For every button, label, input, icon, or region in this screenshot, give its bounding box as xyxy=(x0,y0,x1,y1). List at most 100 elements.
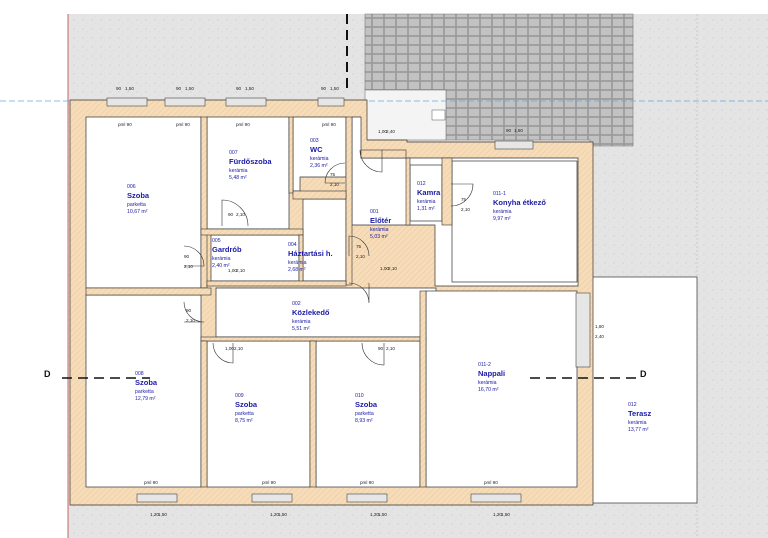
room-mat-label: kerámia xyxy=(212,256,231,262)
room-012-kamra: 012 Kamra kerámia 1,31 m² xyxy=(417,181,441,212)
dim-label: 90 xyxy=(176,86,182,91)
doors xyxy=(183,149,474,366)
room-mat-label: parketta xyxy=(235,411,254,417)
room-name-label: Szoba xyxy=(355,400,378,409)
dim-label: 1,50 xyxy=(378,512,387,517)
room-num-label: 012 xyxy=(417,181,426,187)
room-name-label: Szoba xyxy=(135,378,158,387)
dim-label: pml 90 xyxy=(262,480,276,485)
dim-label: 1,50 xyxy=(514,128,523,133)
room-name-label: Szoba xyxy=(235,400,258,409)
windows xyxy=(106,97,591,503)
room-name-label: Terasz xyxy=(628,409,651,418)
room-mat-label: kerámia xyxy=(310,156,329,162)
room-mat-label: parketta xyxy=(355,411,374,417)
terrace-area xyxy=(589,276,698,504)
room-name-label: Fürdőszoba xyxy=(229,157,272,166)
room-mat-label: kerámia xyxy=(229,168,248,174)
room-num-label: 001 xyxy=(370,209,379,215)
room-007: 007 Fürdőszoba kerámia 5,48 m² xyxy=(229,150,272,181)
room-mat-label: kerámia xyxy=(628,420,647,426)
dim-label: pml 90 xyxy=(236,122,250,127)
dim-label: 2,10 xyxy=(356,254,365,259)
dim-label: 1,50 xyxy=(185,86,194,91)
room-area-label: 9,97 m² xyxy=(493,216,511,222)
dim-label: 90 xyxy=(321,86,327,91)
dim-label: 90 xyxy=(236,86,242,91)
room-name-label: Előtér xyxy=(370,216,391,225)
dim-label: 2,10 xyxy=(236,212,245,217)
room-area-label: 8,93 m² xyxy=(355,418,373,424)
room-011-2: 011-2 Nappali kerámia 16,70 m² xyxy=(478,362,505,393)
room-011-1: 011-1 Konyha étkező kerámia 9,97 m² xyxy=(493,191,546,222)
dim-label: 2,10 xyxy=(234,346,243,351)
room-area-label: 1,31 m² xyxy=(417,206,435,212)
dim-label: pml 90 xyxy=(144,480,158,485)
room-num-label: 008 xyxy=(135,371,144,377)
room-003: 003 WC kerámia 2,36 m² xyxy=(310,138,329,169)
dim-label: 2,10 xyxy=(184,264,193,269)
room-name-label: WC xyxy=(310,145,323,154)
dim-label: 2,10 xyxy=(186,318,195,323)
room-mat-label: kerámia xyxy=(493,209,512,215)
room-name-label: Kamra xyxy=(417,188,441,197)
room-name-label: Konyha étkező xyxy=(493,198,546,207)
room-area-label: 8,75 m² xyxy=(235,418,253,424)
room-num-label: 006 xyxy=(127,184,136,190)
room-001: 001 Előtér kerámia 5,03 m² xyxy=(370,209,391,240)
dim-label: 2,10 xyxy=(330,182,339,187)
room-num-label: 003 xyxy=(310,138,319,144)
room-num-label: 012 xyxy=(628,402,637,408)
dim-label: pml 90 xyxy=(118,122,132,127)
room-num-label: 007 xyxy=(229,150,238,156)
room-num-label: 011-2 xyxy=(478,362,491,368)
dim-label: 2,10 xyxy=(388,266,397,271)
dim-label: 75 xyxy=(330,172,336,177)
room-mat-label: kerámia xyxy=(370,227,389,233)
dim-label: 1,20 xyxy=(493,512,502,517)
room-num-label: 004 xyxy=(288,242,297,248)
dim-label: 2,10 xyxy=(386,346,395,351)
room-mat-label: kerámia xyxy=(288,260,307,266)
dim-label: 90 xyxy=(506,128,512,133)
entrance-step xyxy=(431,109,446,121)
room-area-label: 5,03 m² xyxy=(370,234,388,240)
room-004: 004 Háztartási h. kerámia 2,68 m² xyxy=(288,242,333,273)
interior-walls xyxy=(85,116,453,488)
dim-label: 2,40 xyxy=(386,129,395,134)
room-floors xyxy=(85,116,579,488)
room-area-label: 2,36 m² xyxy=(310,163,328,169)
room-002: 002 Közlekedő kerámia 5,51 m² xyxy=(292,301,330,332)
room-area-label: 2,68 m² xyxy=(288,267,306,273)
dim-label: 1,50 xyxy=(158,512,167,517)
room-num-label: 010 xyxy=(355,393,364,399)
room-name-label: Háztartási h. xyxy=(288,249,333,258)
dim-label: 1,00 xyxy=(378,129,387,134)
dim-label: 1,50 xyxy=(125,86,134,91)
dim-label: 2,10 xyxy=(461,207,470,212)
room-006: 006 Szoba parketta 10,67 m² xyxy=(127,184,150,215)
room-012-terasz: 012 Terasz kerámia 13,77 m² xyxy=(628,402,651,433)
room-009: 009 Szoba parketta 8,75 m² xyxy=(235,393,258,424)
room-008: 008 Szoba parketta 12,79 m² xyxy=(135,371,158,402)
dim-label: 1,20 xyxy=(270,512,279,517)
room-mat-label: kerámia xyxy=(417,199,436,205)
dimension-labels: 90 1,50 90 1,50 90 1,50 90 1,50 pml 90 p… xyxy=(116,86,604,517)
dim-label: pml 90 xyxy=(176,122,190,127)
room-num-label: 005 xyxy=(212,238,221,244)
dim-label: pml 90 xyxy=(484,480,498,485)
dim-label: 90 xyxy=(116,86,122,91)
dim-label: 1,50 xyxy=(278,512,287,517)
room-010: 010 Szoba parketta 8,93 m² xyxy=(355,393,378,424)
dim-label: 1,00 xyxy=(228,268,237,273)
room-area-label: 10,67 m² xyxy=(127,209,148,215)
room-name-label: Nappali xyxy=(478,369,505,378)
dim-label: 1,20 xyxy=(370,512,379,517)
dim-label: 1,00 xyxy=(225,346,234,351)
section-marker-left: D xyxy=(44,369,51,379)
dim-label: 2,40 xyxy=(595,334,604,339)
room-name-label: Szoba xyxy=(127,191,150,200)
room-mat-label: parketta xyxy=(135,389,154,395)
room-mat-label: kerámia xyxy=(478,380,497,386)
